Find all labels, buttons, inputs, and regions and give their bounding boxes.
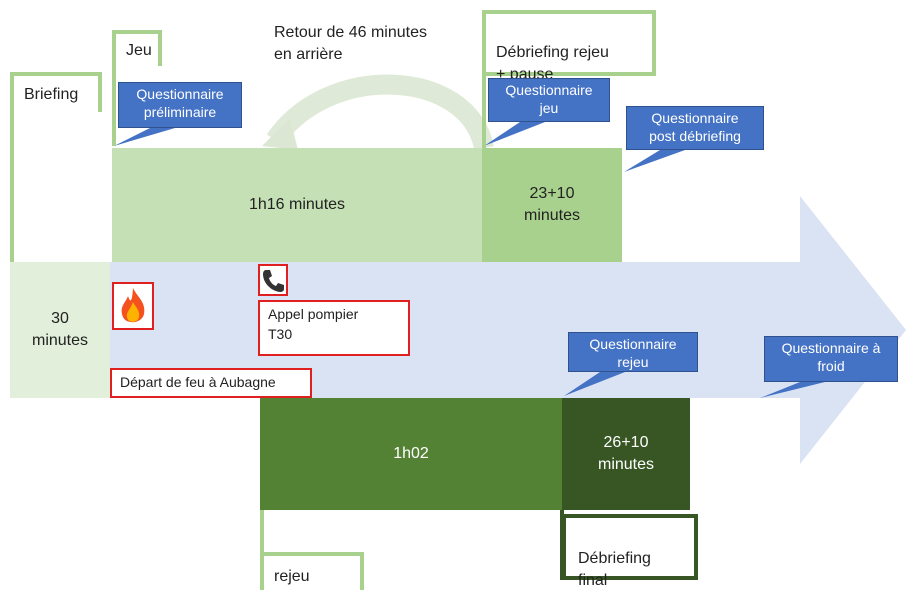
callout-questionnaire-preliminaire: Questionnaire préliminaire [118, 82, 242, 128]
debriefing-final-flag: Débriefing final [562, 514, 698, 589]
jeu-label: Jeu [126, 42, 152, 59]
callout-questionnaire-froid: Questionnaire à froid [764, 336, 898, 382]
depart-feu-event: Départ de feu à Aubagne [110, 368, 312, 398]
callout-questionnaire-post-debriefing: Questionnaire post débriefing [626, 106, 764, 150]
fire-icon [112, 282, 154, 330]
callout-questionnaire-rejeu: Questionnaire rejeu [568, 332, 698, 372]
retour-label: Retour de 46 minutes en arrière [274, 24, 427, 63]
briefing-duration-block: 30 minutes [10, 262, 110, 398]
rejeu-flag: rejeu [260, 552, 364, 590]
rejeu-duration-block: 1h02 [260, 398, 562, 510]
phone-icon [258, 264, 288, 296]
briefing-flag: Briefing [10, 72, 102, 112]
jeu-duration-block: 1h16 minutes [112, 148, 482, 262]
appel-pompier-event: Appel pompier T30 [258, 300, 410, 356]
briefing-label: Briefing [24, 86, 79, 103]
debriefing-rejeu-duration-block: 23+10 minutes [482, 148, 622, 262]
callout-questionnaire-jeu: Questionnaire jeu [488, 78, 610, 122]
debriefing-final-duration-block: 26+10 minutes [562, 398, 690, 510]
jeu-flag: Jeu [112, 30, 162, 66]
debriefing-rejeu-flag: Débriefing rejeu + pause [482, 10, 656, 83]
rejeu-label: rejeu [274, 568, 310, 585]
debriefing-final-label: Débriefing final [578, 550, 651, 589]
